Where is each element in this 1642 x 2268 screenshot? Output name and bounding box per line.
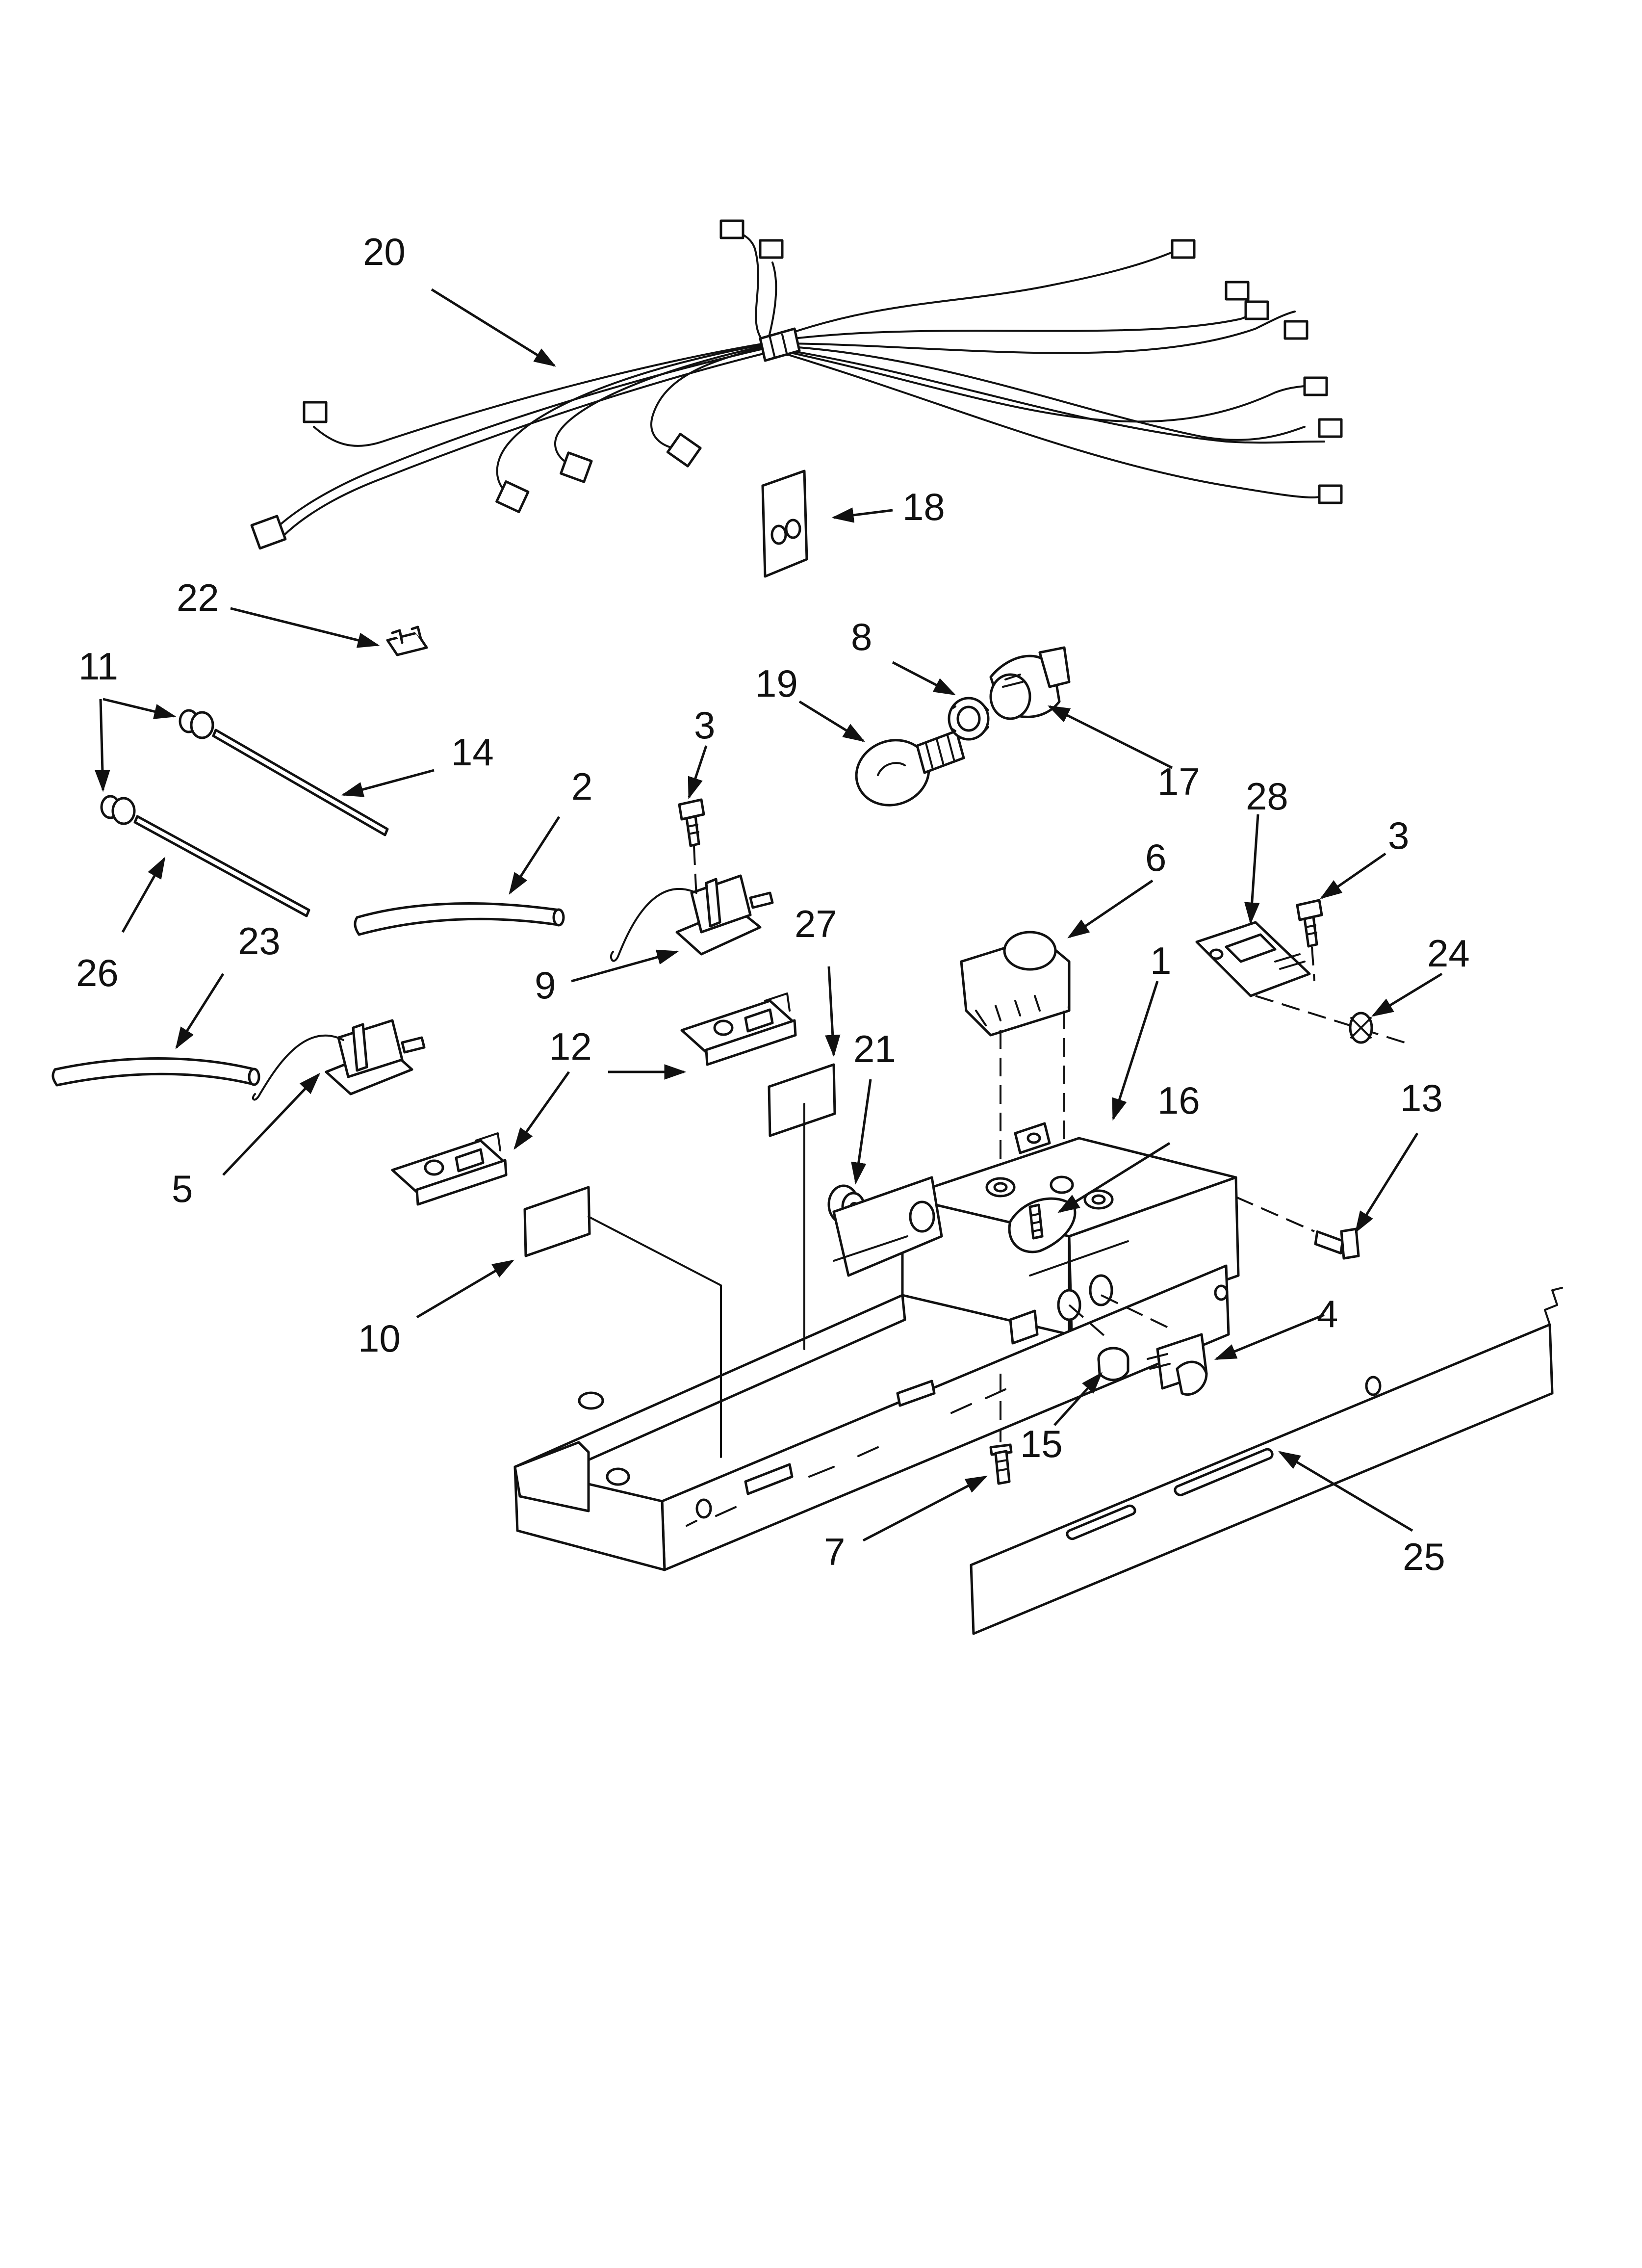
clip-part-24 — [1349, 1012, 1373, 1044]
callout-15: 15 — [1020, 1422, 1063, 1465]
lamp-holder-part-17 — [989, 646, 1071, 720]
callout-12: 12 — [549, 1025, 592, 1068]
callout-10: 10 — [358, 1317, 401, 1360]
lamp-socket-part-8 — [948, 697, 990, 741]
callout-3-right: 3 — [1388, 814, 1409, 857]
button-part-15 — [1068, 1304, 1129, 1382]
wire-harness-part-20 — [250, 219, 1343, 550]
label-part-27 — [768, 1063, 836, 1137]
callout-25: 25 — [1403, 1535, 1445, 1578]
control-board-part-28 — [1195, 921, 1413, 1046]
callout-1: 1 — [1150, 939, 1171, 982]
callout-22: 22 — [177, 576, 219, 619]
callout-14: 14 — [451, 730, 494, 774]
tube-part-23 — [51, 1057, 260, 1087]
screw-part-3-right — [1296, 899, 1323, 982]
callout-3-left: 3 — [694, 704, 715, 747]
callout-2: 2 — [571, 765, 592, 808]
grommet-part-11 — [100, 709, 214, 825]
callout-19: 19 — [755, 662, 798, 705]
switch-part-12-lower — [391, 1132, 508, 1206]
callout-27: 27 — [795, 902, 837, 945]
callout-28: 28 — [1246, 775, 1288, 818]
knob-part-4 — [1101, 1294, 1208, 1396]
screw-part-13 — [1235, 1196, 1360, 1260]
callout-16: 16 — [1157, 1079, 1200, 1122]
callout-13: 13 — [1400, 1076, 1443, 1120]
switch-part-9 — [610, 874, 774, 962]
callout-labels: 20 18 22 11 14 26 8 19 17 3 2 9 23 27 21… — [76, 230, 1470, 1578]
callout-7: 7 — [824, 1530, 845, 1573]
clip-part-22 — [386, 626, 428, 656]
rod-part-26 — [133, 815, 310, 917]
callout-8: 8 — [851, 615, 872, 658]
callout-9: 9 — [535, 964, 556, 1007]
callout-5: 5 — [172, 1167, 193, 1210]
callout-11: 11 — [78, 645, 118, 688]
callout-18: 18 — [902, 485, 945, 528]
callout-17: 17 — [1157, 760, 1200, 803]
plate-part-18 — [761, 469, 808, 578]
callout-23: 23 — [238, 919, 281, 963]
switch-part-5 — [252, 1019, 426, 1101]
callout-24: 24 — [1427, 932, 1470, 975]
lamp-bulb-part-19 — [855, 730, 965, 807]
tube-part-2 — [354, 902, 565, 936]
callout-26: 26 — [76, 951, 119, 994]
screw-part-3-left — [678, 798, 705, 898]
label-part-10 — [523, 1186, 591, 1257]
trim-strip-part-25 — [970, 1287, 1563, 1635]
rod-part-14 — [212, 729, 389, 836]
timer-part-6 — [960, 931, 1071, 1187]
callout-4: 4 — [1317, 1292, 1338, 1335]
leader-lines — [95, 288, 1443, 1542]
callout-6: 6 — [1145, 836, 1166, 879]
switch-part-12-upper — [680, 992, 797, 1066]
callout-21: 21 — [853, 1027, 896, 1070]
callout-20: 20 — [363, 230, 406, 273]
screw-part-7 — [989, 1374, 1013, 1485]
